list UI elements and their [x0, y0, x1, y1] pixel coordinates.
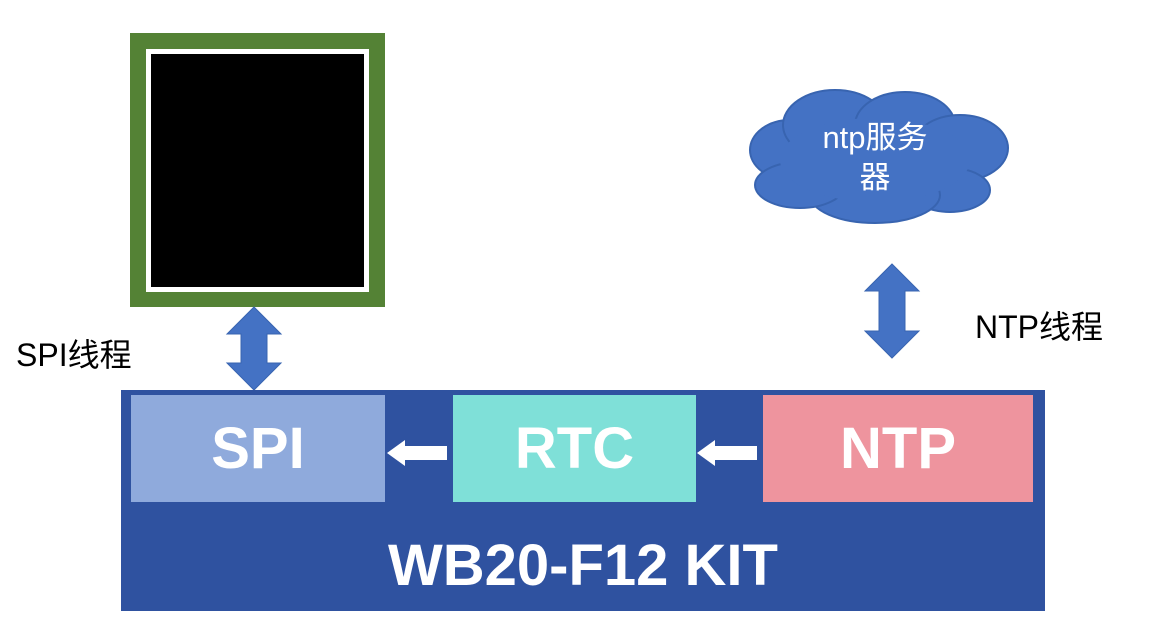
ntp-server-cloud [749, 89, 1009, 224]
ntp-server-label: ntp服务 器 [790, 118, 960, 198]
ntp-server-label-line2: 器 [859, 160, 891, 195]
board-title: WB20-F12 KIT [388, 533, 778, 598]
rtc-to-spi-arrow [387, 440, 447, 466]
ntp-server-label-line1: ntp服务 [822, 120, 928, 155]
spi-block: SPI [131, 395, 385, 502]
rtc-block: RTC [453, 395, 696, 502]
ntp-double-arrow [863, 263, 921, 359]
spi-thread-label: SPI线程 [16, 337, 132, 373]
ntp-thread-label: NTP线程 [975, 309, 1104, 345]
spi-double-arrow [225, 306, 283, 391]
ntp-block: NTP [763, 395, 1033, 502]
display-screen [151, 54, 364, 287]
ntp-to-rtc-arrow [697, 440, 757, 466]
